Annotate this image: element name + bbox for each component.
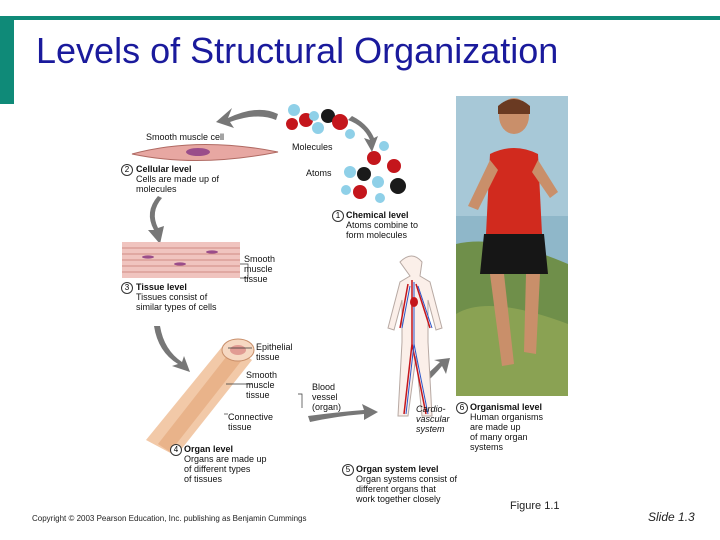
smooth-muscle-tissue-line-1: Smooth (244, 254, 275, 264)
smooth-muscle-cell-label: Smooth muscle cell (146, 132, 224, 142)
organismal-level-line-4: systems (470, 442, 543, 452)
cardiovascular-line-3: system (416, 424, 450, 434)
chemical-level-line-2: form molecules (346, 230, 418, 240)
connective-tissue-line-2: tissue (228, 422, 273, 432)
smooth-muscle-tissue-illustration (122, 242, 240, 278)
cellular-level-line-2: molecules (136, 184, 219, 194)
levels-figure: Smooth muscle cell Molecules Atoms 2 Cel… (118, 94, 572, 506)
cellular-level-caption: Cellular level Cells are made up of mole… (136, 164, 219, 194)
slide-top-rule (0, 16, 720, 20)
figure-number: Figure 1.1 (510, 500, 560, 512)
step-1-badge: 1 (332, 210, 344, 222)
organ-level-line-1: Organs are made up (184, 454, 267, 464)
cardiovascular-line-2: vascular (416, 414, 450, 424)
step-5-badge: 5 (342, 464, 354, 476)
smooth-muscle-tissue-label-2: Smooth muscle tissue (246, 370, 277, 400)
smooth-muscle-tissue-2-line-3: tissue (246, 390, 277, 400)
organ-level-line-2: of different types (184, 464, 267, 474)
atoms-label: Atoms (306, 168, 332, 178)
molecules-illustration (286, 104, 406, 203)
tissue-level-caption: Tissue level Tissues consist of similar … (136, 282, 217, 312)
step-6-badge: 6 (456, 402, 468, 414)
connective-tissue-line-1: Connective (228, 412, 273, 422)
organ-level-line-3: of tissues (184, 474, 267, 484)
blood-vessel-label: Blood vessel (organ) (312, 382, 341, 412)
organismal-level-line-2: are made up (470, 422, 543, 432)
cellular-level-line-1: Cells are made up of (136, 174, 219, 184)
slide-title: Levels of Structural Organization (36, 30, 558, 72)
blood-vessel-line-3: (organ) (312, 402, 341, 412)
smooth-muscle-tissue-2-line-2: muscle (246, 380, 277, 390)
chemical-level-heading: Chemical level (346, 210, 418, 220)
organismal-level-line-1: Human organisms (470, 412, 543, 422)
smooth-muscle-cell-illustration (132, 144, 278, 160)
step-4-badge: 4 (170, 444, 182, 456)
epithelial-tissue-line-1: Epithelial (256, 342, 293, 352)
blood-vessel-illustration (146, 339, 254, 456)
smooth-muscle-tissue-line-3: tissue (244, 274, 275, 284)
organismal-level-line-3: of many organ (470, 432, 543, 442)
runner-photo (456, 96, 568, 396)
connective-tissue-label: Connective tissue (228, 412, 273, 432)
organ-system-level-line-3: work together closely (356, 494, 457, 504)
smooth-muscle-tissue-label: Smooth muscle tissue (244, 254, 275, 284)
smooth-muscle-tissue-line-2: muscle (244, 264, 275, 274)
tissue-level-line-2: similar types of cells (136, 302, 217, 312)
cellular-level-heading: Cellular level (136, 164, 219, 174)
smooth-muscle-tissue-2-line-1: Smooth (246, 370, 277, 380)
epithelial-tissue-label: Epithelial tissue (256, 342, 293, 362)
step-3-badge: 3 (121, 282, 133, 294)
tissue-level-heading: Tissue level (136, 282, 217, 292)
organ-level-caption: Organ level Organs are made up of differ… (184, 444, 267, 484)
step-2-badge: 2 (121, 164, 133, 176)
chemical-level-line-1: Atoms combine to (346, 220, 418, 230)
cardiovascular-line-1: Cardio- (416, 404, 450, 414)
cardiovascular-system-illustration (388, 256, 442, 416)
organ-system-level-line-1: Organ systems consist of (356, 474, 457, 484)
organ-level-heading: Organ level (184, 444, 267, 454)
blood-vessel-line-2: vessel (312, 392, 341, 402)
organ-system-level-heading: Organ system level (356, 464, 457, 474)
blood-vessel-line-1: Blood (312, 382, 341, 392)
organismal-level-caption: Organismal level Human organisms are mad… (470, 402, 543, 452)
slide-left-bar (0, 16, 14, 104)
tissue-level-line-1: Tissues consist of (136, 292, 217, 302)
chemical-level-caption: Chemical level Atoms combine to form mol… (346, 210, 418, 240)
slide-number: Slide 1.3 (648, 510, 695, 524)
copyright-notice: Copyright © 2003 Pearson Education, Inc.… (32, 514, 307, 523)
organismal-level-heading: Organismal level (470, 402, 543, 412)
organ-system-level-caption: Organ system level Organ systems consist… (356, 464, 457, 504)
molecules-label: Molecules (292, 142, 333, 152)
epithelial-tissue-line-2: tissue (256, 352, 293, 362)
cardiovascular-system-label: Cardio- vascular system (416, 404, 450, 434)
organ-system-level-line-2: different organs that (356, 484, 457, 494)
